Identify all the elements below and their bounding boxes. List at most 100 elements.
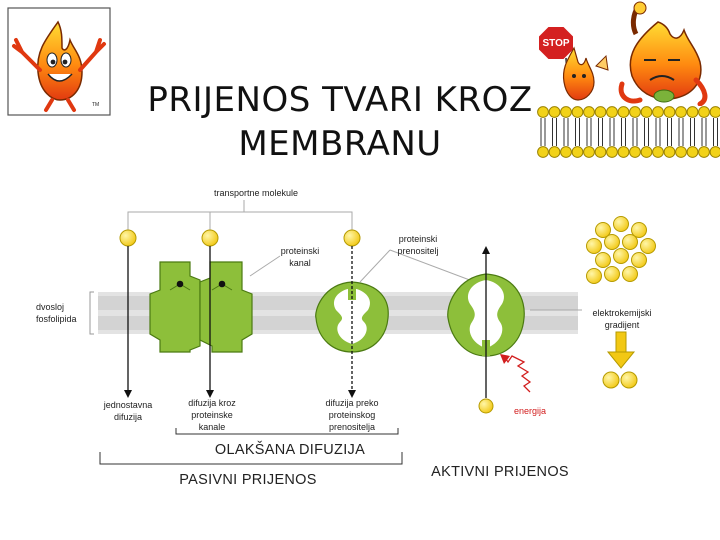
phospholipid-head	[698, 106, 710, 118]
phospholipid-head	[606, 146, 618, 158]
phospholipid-tail	[701, 118, 707, 130]
title-line-1: PRIJENOS TVARI KROZ	[147, 80, 533, 120]
cluster-molecule	[595, 252, 611, 268]
phospholipid-tail	[632, 118, 638, 130]
phospholipid-tail	[540, 118, 546, 130]
phospholipid-tail	[575, 130, 580, 146]
molecule-3	[343, 229, 361, 247]
protein-carrier-label-1: proteinski	[399, 234, 438, 244]
active-transport-label: AKTIVNI PRIJENOS	[431, 464, 569, 480]
phospholipid-tail	[598, 130, 603, 146]
phospholipid-tail	[552, 118, 557, 130]
phospholipid-tail	[655, 118, 661, 130]
phospholipid-tail	[575, 118, 580, 130]
molecule-cluster	[586, 216, 656, 284]
phospholipid-tail	[540, 130, 546, 146]
phospholipid-head	[560, 146, 572, 158]
channel-diffusion-label-1: difuzija kroz	[188, 398, 236, 408]
cluster-molecule	[595, 222, 611, 238]
cluster-molecule	[586, 238, 602, 254]
phospholipid-tail	[621, 130, 626, 146]
phospholipid-head	[548, 146, 561, 158]
phospholipid-tail	[598, 118, 603, 130]
phospholipid-head	[537, 106, 549, 118]
energy-arrow	[503, 355, 532, 393]
phospholipid-head	[548, 106, 561, 118]
bilayer-label-2: fosfolipida	[36, 314, 77, 324]
cluster-molecule	[631, 222, 647, 238]
phospholipid-tail	[701, 130, 707, 146]
phospholipid-tail	[586, 118, 592, 130]
phospholipid-tail	[552, 130, 557, 146]
phospholipid-head	[537, 146, 549, 158]
transport-molecules-label: transportne molekule	[214, 188, 298, 198]
mascot-clipart-left: TM	[7, 7, 111, 116]
molecule-low-1	[602, 371, 620, 389]
cluster-molecule	[604, 234, 620, 250]
cluster-molecule	[640, 238, 656, 254]
cluster-molecule	[613, 216, 629, 232]
phospholipid-tail	[609, 118, 615, 130]
phospholipid-tail	[644, 118, 649, 130]
phospholipid-tail	[678, 118, 684, 130]
phospholipid-tail	[667, 118, 672, 130]
protein-carrier-label-2: prenositelj	[397, 246, 438, 256]
phospholipid-tail	[690, 130, 695, 146]
molecule-1	[119, 229, 137, 247]
phospholipid-tail	[713, 118, 718, 130]
phospholipid-tail	[713, 130, 718, 146]
phospholipid-tail	[678, 130, 684, 146]
electrochemical-label-1: elektrokemijski	[592, 308, 651, 318]
molecule-low-2	[620, 371, 638, 389]
carrier-diffusion-label-3: prenositelja	[329, 422, 375, 432]
phospholipid-head	[652, 106, 664, 118]
cluster-molecule	[622, 234, 638, 250]
phospholipid-head	[571, 146, 584, 158]
gradient-arrow-head	[606, 351, 636, 369]
protein-channel-label-1: proteinski	[281, 246, 320, 256]
stop-sign-clipart: STOP	[537, 25, 609, 101]
phospholipid-tail	[690, 118, 695, 130]
phospholipid-head	[652, 146, 664, 158]
protein-channel	[149, 261, 253, 353]
title-line-2: MEMBRANU	[238, 124, 442, 164]
phospholipid-head	[709, 146, 720, 158]
phospholipid-tail	[563, 118, 569, 130]
electrochemical-label-2: gradijent	[605, 320, 640, 330]
phospholipid-tail	[667, 130, 672, 146]
protein-channel-label-2: kanal	[289, 258, 311, 268]
simple-diffusion-label-1: jednostavna	[103, 400, 153, 410]
phospholipid-head	[594, 146, 607, 158]
phospholipid-head	[629, 146, 641, 158]
facilitated-diffusion-label: OLAKŠANA DIFUZIJA	[215, 441, 365, 458]
phospholipid-head	[606, 106, 618, 118]
phospholipid-tail	[621, 118, 626, 130]
phospholipid-head	[640, 106, 653, 118]
slide-title: PRIJENOS TVARI KROZ MEMBRANU	[130, 78, 550, 166]
svg-text:TM: TM	[92, 102, 99, 108]
label-connectors	[127, 200, 582, 311]
cluster-molecule	[622, 266, 638, 282]
phospholipid-head	[698, 146, 710, 158]
phospholipid-tail	[563, 130, 569, 146]
simple-diffusion-label-2: difuzija	[114, 412, 142, 422]
phospholipid-tail	[632, 130, 638, 146]
phospholipid-head	[675, 106, 687, 118]
cluster-molecule	[586, 268, 602, 284]
passive-transport-label: PASIVNI PRIJENOS	[179, 472, 316, 488]
carrier-diffusion-label-1: difuzija preko	[325, 398, 378, 408]
stop-sign-text: STOP	[542, 38, 569, 49]
phospholipid-head	[583, 106, 595, 118]
passive-bracket	[99, 452, 403, 465]
phospholipid-head	[663, 146, 676, 158]
phospholipid-head	[617, 146, 630, 158]
sad-mascot-clipart	[618, 1, 708, 107]
phospholipid-head	[594, 106, 607, 118]
phospholipid-tail	[644, 130, 649, 146]
bilayer-bracket	[89, 291, 94, 335]
phospholipid-head	[709, 106, 720, 118]
carrier-diffusion-label-2: proteinskog	[329, 410, 376, 420]
phospholipid-head	[617, 106, 630, 118]
phospholipid-head	[629, 106, 641, 118]
